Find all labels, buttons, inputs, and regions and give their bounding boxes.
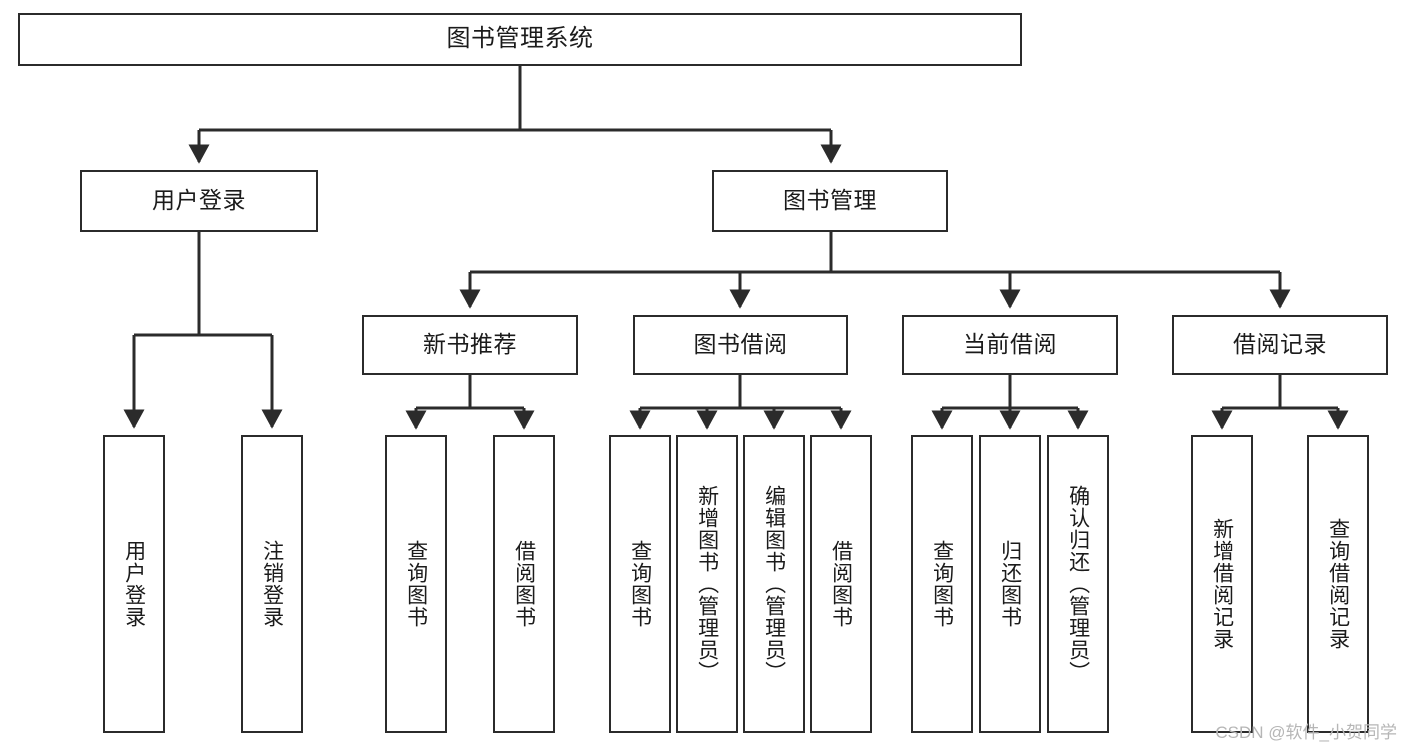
node-label: 归还图书 [998, 540, 1022, 628]
node-label: 借阅图书 [829, 540, 853, 628]
node-label: 查询借阅记录 [1326, 518, 1350, 650]
leaf-user-login[interactable]: 用户登录 [103, 435, 165, 733]
node-borrow-record[interactable]: 借阅记录 [1172, 315, 1388, 375]
node-label: 图书管理 [783, 187, 877, 214]
leaf-confirm-return-admin[interactable]: 确认归还（管理员） [1047, 435, 1109, 733]
node-label: 查询图书 [404, 540, 428, 628]
node-book-borrow[interactable]: 图书借阅 [633, 315, 848, 375]
node-label: 查询图书 [930, 540, 954, 628]
node-label: 用户登录 [122, 540, 146, 628]
leaf-return-book[interactable]: 归还图书 [979, 435, 1041, 733]
node-user-login[interactable]: 用户登录 [80, 170, 318, 232]
leaf-borrow-book-recommend[interactable]: 借阅图书 [493, 435, 555, 733]
node-label: 图书管理系统 [446, 25, 594, 53]
leaf-add-book-admin[interactable]: 新增图书（管理员） [676, 435, 738, 733]
leaf-query-book-borrow[interactable]: 查询图书 [609, 435, 671, 733]
node-label: 查询图书 [628, 540, 652, 628]
node-label: 借阅记录 [1233, 331, 1327, 358]
node-root-book-management-system[interactable]: 图书管理系统 [18, 13, 1022, 66]
leaf-logout[interactable]: 注销登录 [241, 435, 303, 733]
node-label: 新增图书（管理员） [695, 485, 719, 683]
node-label: 编辑图书（管理员） [762, 485, 786, 683]
node-label: 新增借阅记录 [1210, 518, 1234, 650]
csdn-watermark: CSDN @软件_小贺同学 [1215, 723, 1397, 742]
node-label: 图书借阅 [693, 331, 788, 358]
leaf-query-borrow-record[interactable]: 查询借阅记录 [1307, 435, 1369, 733]
node-label: 确认归还（管理员） [1066, 485, 1090, 683]
node-label: 注销登录 [260, 540, 284, 628]
node-current-borrow[interactable]: 当前借阅 [902, 315, 1118, 375]
leaf-add-borrow-record[interactable]: 新增借阅记录 [1191, 435, 1253, 733]
node-label: 用户登录 [152, 187, 246, 214]
leaf-edit-book-admin[interactable]: 编辑图书（管理员） [743, 435, 805, 733]
node-label: 新书推荐 [423, 331, 517, 358]
node-book-management[interactable]: 图书管理 [712, 170, 948, 232]
leaf-query-book-recommend[interactable]: 查询图书 [385, 435, 447, 733]
node-new-book-recommend[interactable]: 新书推荐 [362, 315, 578, 375]
leaf-borrow-book[interactable]: 借阅图书 [810, 435, 872, 733]
node-label: 当前借阅 [963, 331, 1057, 358]
leaf-query-book-current[interactable]: 查询图书 [911, 435, 973, 733]
node-label: 借阅图书 [512, 540, 536, 628]
